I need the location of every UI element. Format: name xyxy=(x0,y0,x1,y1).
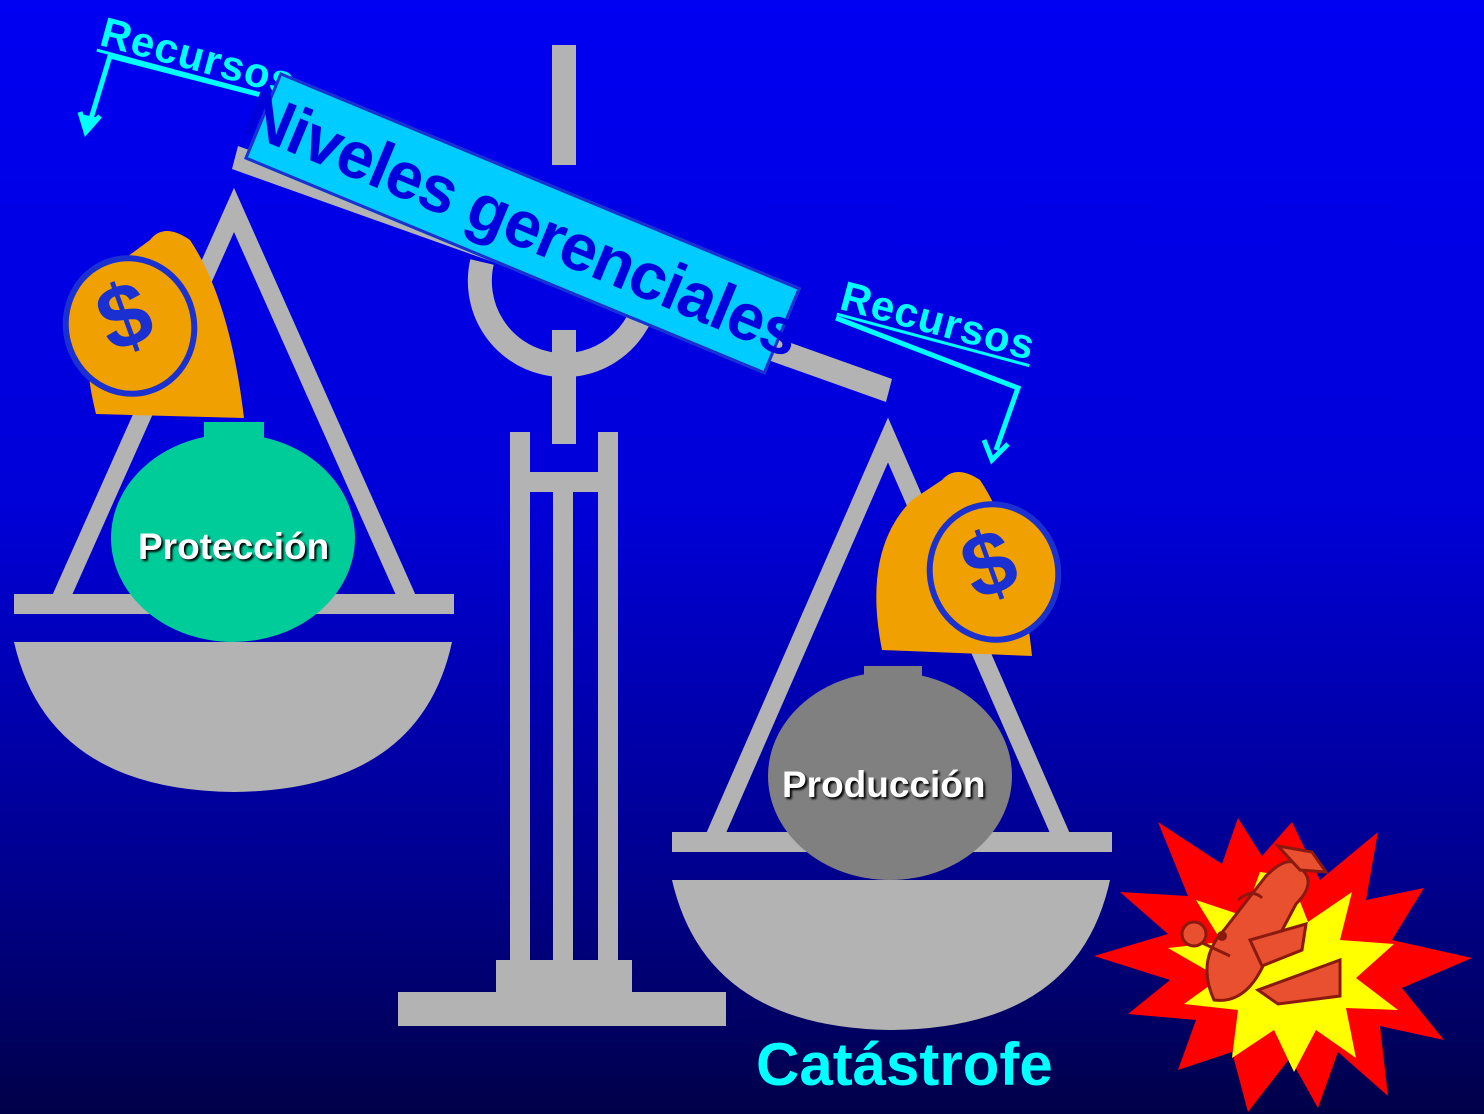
protection-label: Protección xyxy=(138,526,330,567)
explosion-icon xyxy=(1094,818,1472,1112)
crashing-plane-icon xyxy=(1180,843,1342,1006)
scale-pivot xyxy=(467,259,658,378)
scale-stand xyxy=(398,45,726,1026)
money-bag-icon: $ xyxy=(62,231,245,418)
production-weight xyxy=(768,666,1012,880)
protection-weight xyxy=(111,422,355,642)
arrow-right-icon xyxy=(835,315,1022,465)
production-label: Producción xyxy=(782,764,986,805)
arrow-left-icon xyxy=(77,52,297,138)
money-bag-icon: $ xyxy=(876,472,1062,656)
catastrophe-label: Catástrofe xyxy=(756,1031,1053,1098)
